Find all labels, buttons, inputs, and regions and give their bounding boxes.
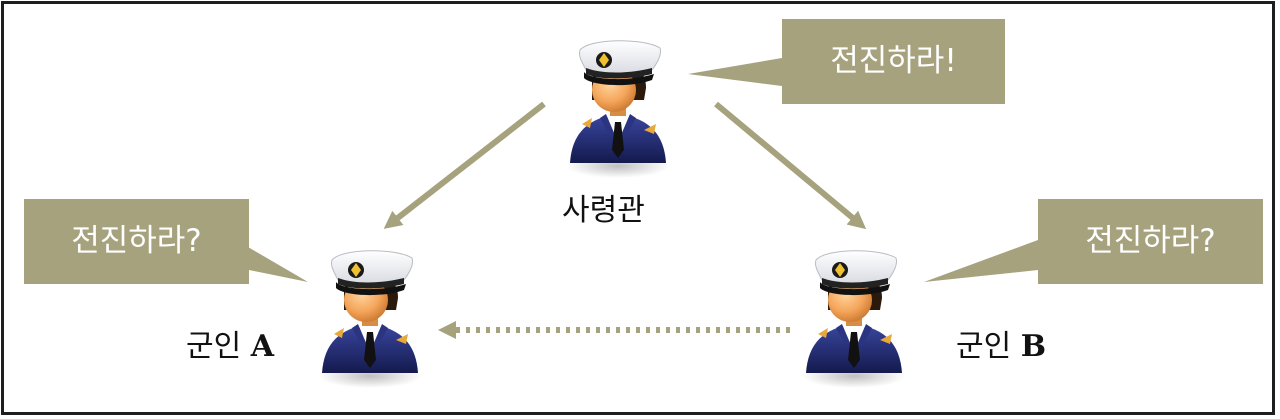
soldier-a-label: 군인 A xyxy=(186,332,274,362)
soldier-a-icon xyxy=(317,250,423,389)
commander-label: 사령관 xyxy=(562,193,645,228)
soldier-b-label-prefix: 군인 xyxy=(956,329,1012,364)
soldier-a-label-prefix: 군인 xyxy=(186,329,242,364)
soldier-a-speech-text: 전진하라? xyxy=(71,223,202,259)
soldier-b-label-letter: B xyxy=(1020,329,1047,364)
soldier-b-speech-text: 전진하라? xyxy=(1085,223,1216,259)
speech-bubble-soldier-a xyxy=(24,199,308,284)
arrow-commander-to-soldier-a xyxy=(383,101,546,229)
commander-icon xyxy=(565,40,671,179)
speech-bubble-soldier-b xyxy=(924,199,1263,284)
arrow-commander-to-soldier-b xyxy=(714,101,867,230)
commander-speech-text: 전진하라! xyxy=(830,43,957,79)
soldier-b-label: 군인 B xyxy=(956,332,1046,362)
soldier-b-icon xyxy=(801,250,907,389)
speech-bubble-commander xyxy=(688,19,1005,104)
soldier-a-label-letter: A xyxy=(250,329,275,364)
